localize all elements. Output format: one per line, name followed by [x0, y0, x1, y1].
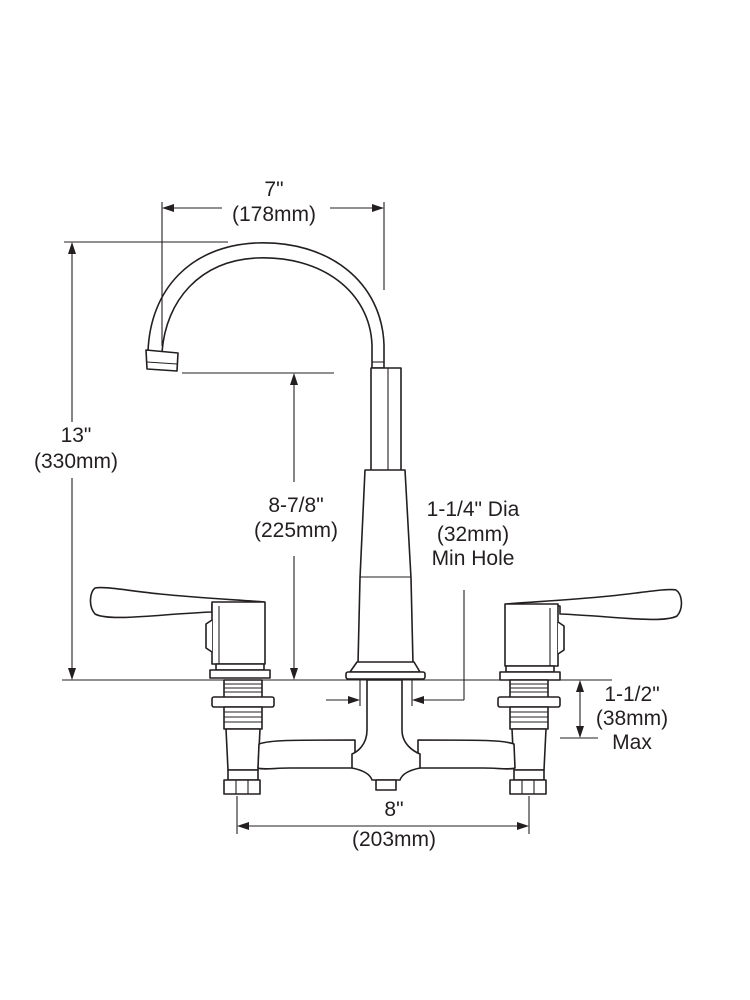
height-dimension: 13" (330mm) [34, 241, 228, 680]
hole-label-line1: 1-1/4" Dia [427, 498, 520, 521]
reach-metric-label: (178mm) [232, 203, 316, 226]
spout-body [357, 469, 414, 665]
height-imperial-label: 13" [61, 424, 92, 447]
hole-dimension: 1-1/4" Dia (32mm) Min Hole [326, 498, 520, 706]
spout-base-flange [345, 661, 426, 680]
aerator-tip [145, 349, 179, 372]
left-lever-handle [89, 586, 271, 679]
height-metric-label: (330mm) [34, 450, 118, 473]
deck-thickness-dimension: 1-1/2" (38mm) Max [560, 680, 668, 754]
crossover-tubes [257, 739, 516, 770]
clearance-dimension: 8-7/8" (225mm) [182, 372, 338, 680]
clearance-imperial-label: 8-7/8" [268, 494, 323, 517]
centers-dimension: 8" (203mm) [236, 796, 530, 851]
spout-riser [370, 367, 402, 473]
left-valve-shank [211, 679, 275, 795]
deck-imperial-label: 1-1/2" [604, 683, 659, 706]
reach-imperial-label: 7" [264, 178, 283, 201]
center-tee [351, 679, 421, 791]
gooseneck-spout [147, 242, 385, 369]
hole-label-line3: Min Hole [432, 547, 515, 570]
reach-dimension: 7" (178mm) [161, 178, 385, 346]
deck-note-label: Max [612, 731, 652, 754]
centers-metric-label: (203mm) [352, 828, 436, 851]
centers-imperial-label: 8" [384, 798, 403, 821]
right-valve-shank [497, 679, 561, 795]
right-lever-handle [499, 588, 683, 681]
hole-label-line2: (32mm) [437, 523, 509, 546]
deck-metric-label: (38mm) [596, 707, 668, 730]
clearance-metric-label: (225mm) [254, 519, 338, 542]
